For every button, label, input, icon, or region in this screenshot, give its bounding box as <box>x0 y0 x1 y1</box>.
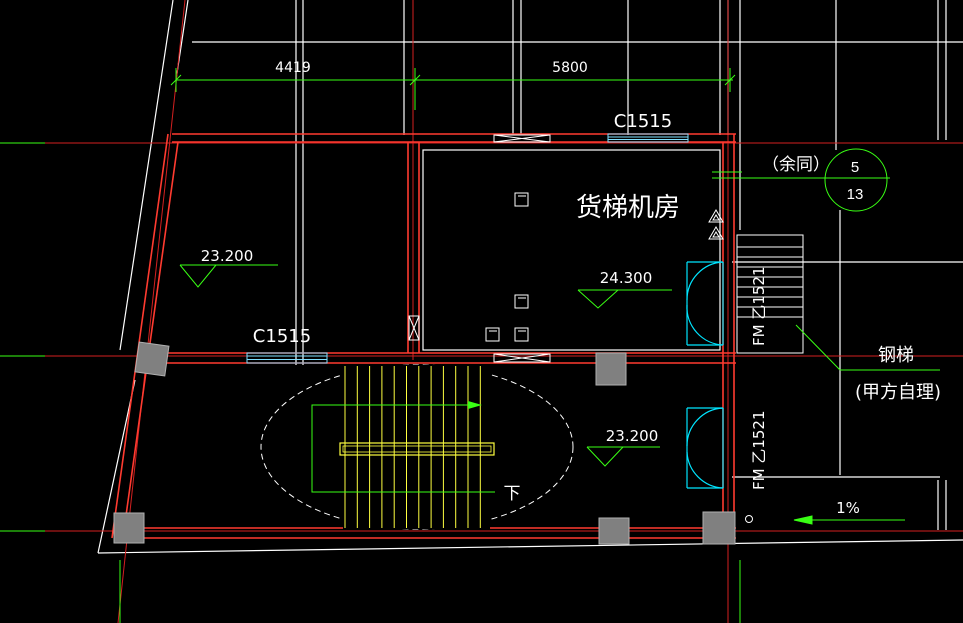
steel-stair-label: 钢梯 <box>878 345 914 366</box>
stair-down-label: 下 <box>504 484 521 504</box>
column <box>598 517 630 545</box>
stair-arrow <box>468 401 482 409</box>
machine-room-outline <box>422 149 721 351</box>
column <box>113 512 145 544</box>
leader-lines <box>712 171 940 525</box>
window-c1515-left <box>246 352 328 364</box>
detail-callout-circle <box>824 148 888 212</box>
door-lower <box>686 407 724 489</box>
column <box>595 352 627 386</box>
dim-right-text: 5800 <box>552 60 588 76</box>
owner-supplied-label: (甲方自理) <box>855 382 941 403</box>
door-label-upper: FM 乙1521 <box>750 266 768 346</box>
dim-left-text: 4419 <box>275 60 311 76</box>
elevation-machine-room: 24.300 <box>600 269 653 287</box>
stair <box>260 364 574 530</box>
vent-opening <box>408 315 420 341</box>
white-reference-lines <box>97 0 963 554</box>
elevation-markers <box>179 264 672 467</box>
structural-columns <box>113 341 736 545</box>
column <box>702 511 736 545</box>
wall-openings <box>408 134 551 363</box>
door-upper <box>686 261 724 346</box>
elevation-left-room: 23.200 <box>201 247 254 265</box>
axis-extension-lines <box>0 142 741 623</box>
warning-triangles <box>708 209 724 240</box>
window-label-top: C1515 <box>614 111 672 132</box>
dimension-lines <box>170 68 736 110</box>
steel-stair <box>736 234 804 354</box>
machine-room-label: 货梯机房 <box>576 193 680 223</box>
column <box>134 341 170 377</box>
sheet-number: 13 <box>847 186 864 203</box>
small-circle-marker <box>745 515 753 523</box>
detail-number: 5 <box>851 159 859 176</box>
elevation-stair-hall: 23.200 <box>606 427 659 445</box>
equipment-holes <box>485 192 529 342</box>
stair-treads <box>344 366 481 528</box>
window-label-left: C1515 <box>253 326 311 347</box>
vent-opening <box>493 353 551 363</box>
slope-label: 1% <box>836 499 860 517</box>
stair-handrail <box>339 442 495 456</box>
window-c1515-top <box>607 133 689 143</box>
same-for-rest-note: （余同） <box>762 155 830 175</box>
vent-opening <box>493 134 551 143</box>
stair-walk-line <box>311 404 495 493</box>
slope-arrow <box>793 515 813 525</box>
door-label-lower: FM 乙1521 <box>750 410 768 490</box>
